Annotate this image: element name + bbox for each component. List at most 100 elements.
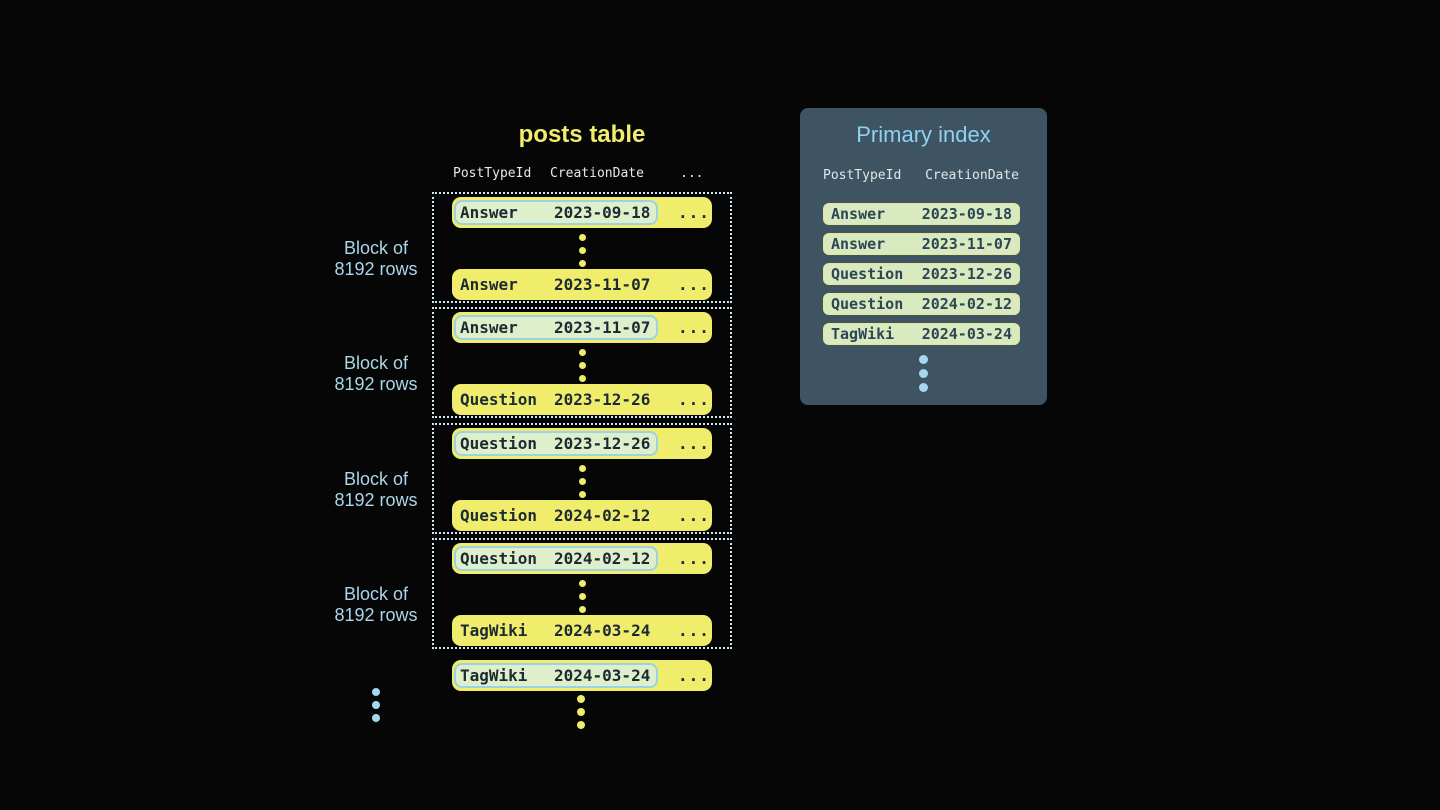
row-creationdate: 2023-12-26 xyxy=(921,265,1012,283)
block-label-line2: 8192 rows xyxy=(334,490,418,510)
dot xyxy=(578,234,586,241)
block-label-4: Block of 8192 rows xyxy=(306,584,446,626)
dot xyxy=(919,369,928,378)
posts-block-2: Answer 2023-11-07 ... Question 2023-12-2… xyxy=(432,307,732,418)
row-more-ellipsis: ... xyxy=(678,203,710,222)
row-more-ellipsis: ... xyxy=(678,275,710,294)
table-row: Question 2024-02-12 ... xyxy=(452,500,712,531)
table-row: Answer 2023-11-07 ... xyxy=(452,269,712,300)
row-creationdate: 2024-03-24 xyxy=(554,621,651,640)
index-row: Question 2023-12-26 xyxy=(823,263,1020,285)
dot xyxy=(577,695,585,703)
table-row: TagWiki 2024-03-24 ... xyxy=(452,615,712,646)
dot xyxy=(578,260,586,267)
index-row: Answer 2023-11-07 xyxy=(823,233,1020,255)
primary-index-title: Primary index xyxy=(856,122,991,147)
table-row-overflow: TagWiki 2024-03-24 ... xyxy=(452,660,712,691)
dot xyxy=(577,721,585,729)
dot xyxy=(372,714,380,722)
row-more-ellipsis: ... xyxy=(678,621,710,640)
column-header-creationdate: CreationDate xyxy=(925,168,1019,183)
posts-table-column-headers: PostTypeId CreationDate ... xyxy=(432,166,732,184)
block-label-line2: 8192 rows xyxy=(334,605,418,625)
dot xyxy=(372,701,380,709)
row-more-ellipsis: ... xyxy=(678,666,710,685)
row-posttypeid: Question xyxy=(460,506,538,525)
rows-ellipsis-dots xyxy=(434,349,730,382)
row-key-highlight: Question 2023-12-26 xyxy=(454,431,658,456)
block-label-line2: 8192 rows xyxy=(334,374,418,394)
row-more-ellipsis: ... xyxy=(678,434,710,453)
dot xyxy=(578,362,586,369)
row-more-ellipsis: ... xyxy=(678,506,710,525)
block-label-line1: Block of xyxy=(343,584,409,604)
column-header-posttypeid: PostTypeId xyxy=(453,166,532,181)
block-label-3: Block of 8192 rows xyxy=(306,469,446,511)
row-creationdate: 2023-12-26 xyxy=(554,390,651,409)
row-creationdate: 2023-11-07 xyxy=(554,275,651,294)
row-posttypeid: TagWiki xyxy=(831,325,895,343)
row-more-ellipsis: ... xyxy=(678,318,710,337)
row-key-highlight: Question 2024-02-12 xyxy=(454,546,658,571)
row-key-highlight: TagWiki 2024-03-24 xyxy=(454,663,658,688)
column-header-more: ... xyxy=(680,166,704,181)
row-posttypeid: Answer xyxy=(460,203,518,222)
dot xyxy=(372,688,380,696)
row-creationdate: 2024-02-12 xyxy=(554,506,651,525)
row-creationdate: 2023-09-18 xyxy=(554,203,651,222)
dot xyxy=(578,593,586,600)
row-posttypeid: Answer xyxy=(460,318,518,337)
block-label-line2: 8192 rows xyxy=(334,259,418,279)
row-creationdate: 2024-03-24 xyxy=(921,325,1012,343)
table-row: Question 2023-12-26 ... xyxy=(452,384,712,415)
dot xyxy=(578,491,586,498)
table-row: Question 2024-02-12 ... xyxy=(452,543,712,574)
row-creationdate: 2023-12-26 xyxy=(554,434,651,453)
index-row: Question 2024-02-12 xyxy=(823,293,1020,315)
index-rows-ellipsis-dots xyxy=(800,355,1047,392)
row-posttypeid: TagWiki xyxy=(460,666,528,685)
row-creationdate: 2024-02-12 xyxy=(554,549,651,568)
block-label-line1: Block of xyxy=(343,238,409,258)
block-label-2: Block of 8192 rows xyxy=(306,353,446,395)
dot xyxy=(919,383,928,392)
dot xyxy=(578,465,586,472)
column-header-posttypeid: PostTypeId xyxy=(823,168,902,183)
row-posttypeid: Question xyxy=(831,295,904,313)
row-posttypeid: Answer xyxy=(831,205,886,223)
dot xyxy=(578,375,586,382)
primary-index-column-headers: PostTypeId CreationDate xyxy=(823,168,1019,183)
row-more-ellipsis: ... xyxy=(678,549,710,568)
row-posttypeid: Question xyxy=(460,434,538,453)
block-label-line1: Block of xyxy=(343,469,409,489)
row-creationdate: 2023-11-07 xyxy=(921,235,1012,253)
index-row: TagWiki 2024-03-24 xyxy=(823,323,1020,345)
dot xyxy=(577,708,585,716)
row-key-highlight: Answer 2023-11-07 xyxy=(454,315,658,340)
block-label-line1: Block of xyxy=(343,353,409,373)
row-more-ellipsis: ... xyxy=(678,390,710,409)
row-posttypeid: TagWiki xyxy=(460,621,528,640)
column-header-creationdate: CreationDate xyxy=(550,166,644,181)
dot xyxy=(578,247,586,254)
dot xyxy=(919,355,928,364)
table-row: Question 2023-12-26 ... xyxy=(452,428,712,459)
row-creationdate: 2023-11-07 xyxy=(554,318,651,337)
index-row: Answer 2023-09-18 xyxy=(823,203,1020,225)
dot xyxy=(578,349,586,356)
posts-table-title: posts table xyxy=(518,121,646,148)
primary-index-panel: Primary index PostTypeId CreationDate An… xyxy=(800,108,1047,405)
posts-block-1: Answer 2023-09-18 ... Answer 2023-11-07 … xyxy=(432,192,732,303)
rows-ellipsis-dots xyxy=(434,580,730,613)
table-row: Answer 2023-11-07 ... xyxy=(452,312,712,343)
block-label-1: Block of 8192 rows xyxy=(306,238,446,280)
row-creationdate: 2024-03-24 xyxy=(554,666,651,685)
row-posttypeid: Question xyxy=(831,265,904,283)
dot xyxy=(578,478,586,485)
row-posttypeid: Answer xyxy=(460,275,518,294)
row-posttypeid: Question xyxy=(460,390,538,409)
row-creationdate: 2024-02-12 xyxy=(921,295,1012,313)
row-posttypeid: Question xyxy=(460,549,538,568)
posts-block-3: Question 2023-12-26 ... Question 2024-02… xyxy=(432,423,732,534)
